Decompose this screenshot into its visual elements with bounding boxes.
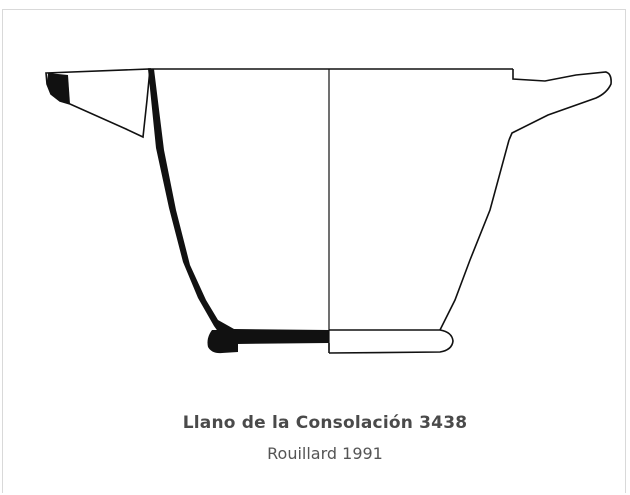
left-handle-section (47, 73, 70, 104)
right-handle (508, 69, 612, 141)
vessel-profile (45, 68, 612, 354)
wall-section (148, 69, 329, 344)
foot-right (328, 329, 454, 354)
figure-title: Llano de la Consolación 3438 (182, 413, 468, 433)
vessel-profile-drawing (45, 68, 612, 354)
right-wall (439, 139, 510, 331)
foot-left-section (207, 330, 238, 354)
figure-reference: Rouillard 1991 (267, 444, 383, 463)
